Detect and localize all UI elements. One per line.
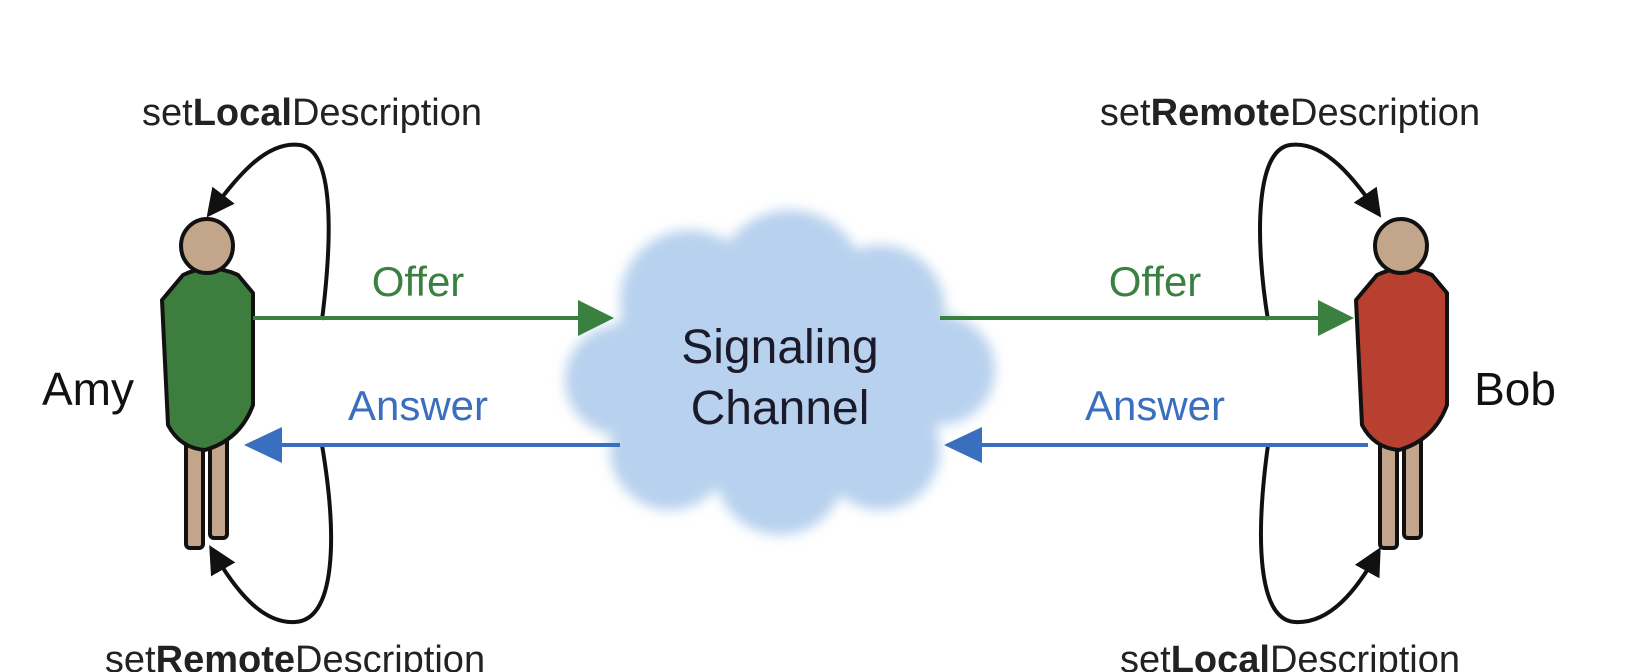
answer-arrow-right xyxy=(944,427,1368,463)
answer-label-right: Answer xyxy=(1085,382,1225,429)
answer-label-left: Answer xyxy=(348,382,488,429)
amy-name: Amy xyxy=(42,363,134,415)
bob-set-local-loop xyxy=(1259,444,1381,625)
offer-arrow-left xyxy=(253,300,614,336)
bob-figure xyxy=(1354,217,1449,550)
amy-bottom-label: setRemoteDescription xyxy=(105,639,485,672)
amy-figure xyxy=(160,217,255,550)
answer-arrow-left xyxy=(244,427,620,463)
bob-top-label: setRemoteDescription xyxy=(1100,92,1480,134)
signaling-channel-cloud: Signaling Channel xyxy=(565,210,995,535)
amy-top-label: setLocalDescription xyxy=(142,92,482,134)
amy-set-local-loop xyxy=(206,142,331,321)
amy-set-remote-loop xyxy=(209,444,333,625)
offer-label-right: Offer xyxy=(1109,258,1202,305)
offer-arrow-right xyxy=(940,300,1354,336)
bob-set-remote-loop xyxy=(1258,142,1382,321)
signaling-channel-line1: Signaling xyxy=(681,321,878,374)
bob-bottom-label: setLocalDescription xyxy=(1120,639,1460,672)
signaling-channel-line2: Channel xyxy=(691,382,870,435)
bob-name: Bob xyxy=(1474,363,1556,415)
offer-label-left: Offer xyxy=(372,258,465,305)
